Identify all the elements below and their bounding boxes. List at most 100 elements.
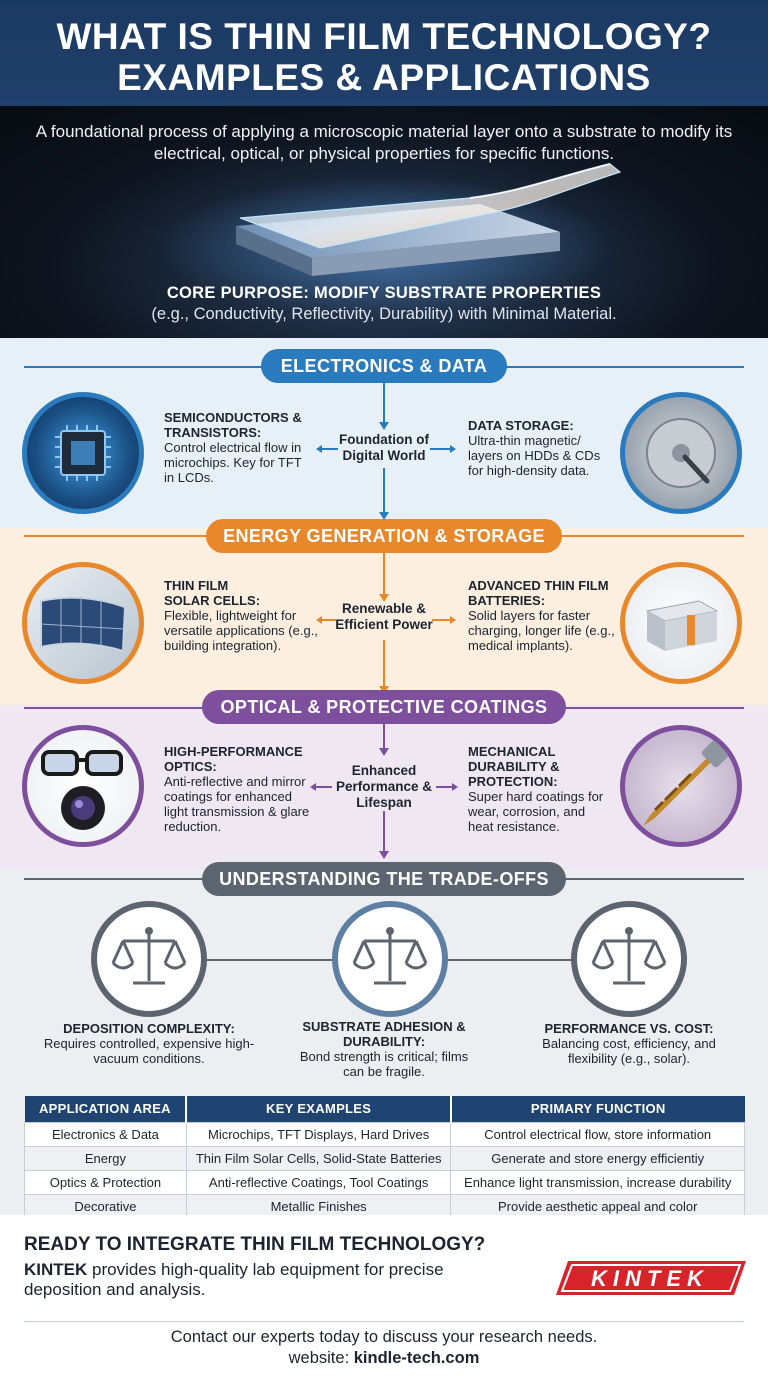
solar-cell-image	[22, 562, 144, 684]
tradeoff-1: DEPOSITION COMPLEXITY: Requires controll…	[34, 1021, 264, 1066]
solar-cells-title: THIN FILM SOLAR CELLS:	[164, 578, 261, 608]
table-header: KEY EXAMPLES	[186, 1096, 452, 1122]
tradeoff-1-text: Requires controlled, expensive high-vacu…	[43, 1036, 255, 1066]
table-cell: Decorative	[24, 1193, 187, 1219]
optics-text: Anti-reflective and mirror coatings for …	[164, 774, 310, 834]
batteries-text: Solid layers for faster charging, longer…	[468, 608, 615, 653]
table-cell: Microchips, TFT Displays, Hard Drives	[185, 1121, 452, 1147]
footer: READY TO INTEGRATE THIN FILM TECHNOLOGY?…	[0, 1215, 768, 1376]
kintek-logo[interactable]: KINTEK	[556, 1259, 746, 1297]
tradeoff-3-title: PERFORMANCE VS. COST:	[544, 1021, 714, 1036]
energy-label: ENERGY GENERATION & STORAGE	[206, 519, 562, 553]
batteries-block: ADVANCED THIN FILM BATTERIES: Solid laye…	[468, 578, 618, 653]
section-energy: ENERGY GENERATION & STORAGE THIN FILM SO…	[0, 519, 768, 705]
section-optics: OPTICAL & PROTECTIVE COATINGS HIGH-PERFO…	[0, 690, 768, 870]
energy-center-label: Renewable & Efficient Power	[335, 601, 433, 632]
microchip-icon	[55, 425, 111, 481]
contact-line: Contact our experts today to discuss you…	[170, 1328, 598, 1346]
thin-film-illustration	[155, 163, 622, 316]
footer-divider	[24, 1321, 744, 1322]
optics-label: OPTICAL & PROTECTIVE COATINGS	[202, 690, 566, 724]
tool-coating-image	[620, 725, 742, 847]
solar-cells-block: THIN FILM SOLAR CELLS: Flexible, lightwe…	[164, 578, 334, 653]
scales-icon	[111, 927, 187, 985]
header: WHAT IS THIN FILM TECHNOLOGY? EXAMPLES &…	[0, 0, 768, 106]
tradeoffs-label: UNDERSTANDING THE TRADE-OFFS	[202, 862, 566, 896]
tradeoff-2-text: Bond strength is critical; films can be …	[299, 1049, 469, 1079]
table-cell: Control electrical flow, store informati…	[450, 1121, 745, 1147]
electronics-center-label: Foundation of Digital World	[339, 432, 429, 463]
table-row: Energy Thin Film Solar Cells, Solid-Stat…	[24, 1145, 745, 1171]
table-row: Optics & Protection Anti-reflective Coat…	[24, 1169, 745, 1195]
hard-drive-image	[620, 392, 742, 514]
core-purpose-title: CORE PURPOSE: MODIFY SUBSTRATE PROPERTIE…	[166, 284, 602, 302]
optics-image	[22, 725, 144, 847]
optics-title: HIGH-PERFORMANCE OPTICS:	[164, 744, 303, 774]
logo-text: KINTEK	[591, 1266, 709, 1291]
data-storage-title: DATA STORAGE:	[468, 418, 574, 433]
glasses-lens-icon	[41, 750, 123, 830]
title-line-2: EXAMPLES & APPLICATIONS	[117, 57, 651, 98]
flow-arrows	[310, 724, 458, 859]
semiconductors-title: SEMICONDUCTORS & TRANSISTORS:	[164, 410, 302, 440]
tradeoff-1-title: DEPOSITION COMPLEXITY:	[63, 1021, 235, 1036]
batteries-title: ADVANCED THIN FILM BATTERIES:	[468, 578, 609, 608]
tradeoff-circle-2	[332, 901, 448, 1017]
hero-banner: A foundational process of applying a mic…	[0, 106, 768, 338]
microchip-image	[22, 392, 144, 514]
optics-center-label: Enhanced Performance & Lifespan	[335, 763, 433, 810]
website-line: website: kindle-tech.com	[0, 1348, 768, 1369]
table-cell: Generate and store energy efficientiy	[450, 1145, 745, 1171]
optics-block: HIGH-PERFORMANCE OPTICS: Anti-reflective…	[164, 744, 314, 834]
semiconductors-text: Control electrical flow in microchips. K…	[164, 440, 302, 485]
data-storage-block: DATA STORAGE: Ultra-thin magnetic/ layer…	[468, 418, 616, 478]
tradeoff-3: PERFORMANCE VS. COST: Balancing cost, ef…	[518, 1021, 740, 1066]
hard-drive-icon	[646, 418, 716, 488]
core-purpose-text: (e.g., Conductivity, Reflectivity, Durab…	[151, 305, 617, 323]
flow-arrows	[316, 383, 456, 520]
applications-table: APPLICATION AREA KEY EXAMPLES PRIMARY FU…	[24, 1096, 745, 1219]
table-cell: Energy	[24, 1145, 187, 1171]
table-cell: Thin Film Solar Cells, Solid-State Batte…	[185, 1145, 452, 1171]
tradeoff-2-title: SUBSTRATE ADHESION & DURABILITY:	[302, 1019, 466, 1049]
tradeoff-circle-3	[571, 901, 687, 1017]
scales-icon	[591, 927, 667, 985]
website-link[interactable]: kindle-tech.com	[353, 1349, 480, 1367]
title-line-1: WHAT IS THIN FILM TECHNOLOGY?	[56, 16, 712, 57]
tradeoff-circle-1	[91, 901, 207, 1017]
battery-icon	[645, 600, 719, 651]
table-cell: Metallic Finishes	[185, 1193, 452, 1219]
tradeoff-3-text: Balancing cost, efficiency, and flexibil…	[542, 1036, 716, 1066]
section-electronics: ELECTRONICS & DATA SEMICONDUCTORS & TRAN…	[0, 338, 768, 528]
table-cell: Optics & Protection	[24, 1169, 187, 1195]
tradeoff-2: SUBSTRATE ADHESION & DURABILITY: Bond st…	[299, 1019, 469, 1079]
solar-panel-icon	[40, 596, 127, 653]
table-cell: Electronics & Data	[24, 1121, 187, 1147]
hero-subtitle: A foundational process of applying a mic…	[35, 122, 733, 163]
semiconductors-block: SEMICONDUCTORS & TRANSISTORS: Control el…	[164, 410, 312, 485]
drill-bit-icon	[643, 738, 731, 826]
data-storage-text: Ultra-thin magnetic/ layers on HDDs & CD…	[468, 433, 601, 478]
table-header: PRIMARY FUNCTION	[450, 1096, 745, 1122]
table-row: Decorative Metallic Finishes Provide aes…	[24, 1193, 745, 1219]
table-row: Electronics & Data Microchips, TFT Displ…	[24, 1121, 745, 1147]
cta-title: READY TO INTEGRATE THIN FILM TECHNOLOGY?	[24, 1234, 486, 1255]
page-title: WHAT IS THIN FILM TECHNOLOGY? EXAMPLES &…	[0, 16, 768, 98]
table-header-row: APPLICATION AREA KEY EXAMPLES PRIMARY FU…	[24, 1096, 745, 1122]
durability-block: MECHANICAL DURABILITY & PROTECTION: Supe…	[468, 744, 608, 834]
contact-block: Contact our experts today to discuss you…	[0, 1327, 768, 1369]
durability-text: Super hard coatings for wear, corrosion,…	[468, 789, 604, 834]
core-purpose: CORE PURPOSE: MODIFY SUBSTRATE PROPERTIE…	[20, 283, 748, 325]
electronics-label: ELECTRONICS & DATA	[261, 349, 507, 383]
battery-image	[620, 562, 742, 684]
website-label: website:	[288, 1349, 354, 1367]
scales-icon	[352, 927, 428, 985]
table-cell: Anti-reflective Coatings, Tool Coatings	[185, 1169, 452, 1195]
table-cell: Enhance light transmission, increase dur…	[450, 1169, 745, 1195]
table-header: APPLICATION AREA	[24, 1096, 188, 1122]
durability-title: MECHANICAL DURABILITY & PROTECTION:	[468, 744, 560, 789]
cta-description: provides high-quality lab equipment for …	[24, 1260, 444, 1299]
brand-name: KINTEK	[24, 1260, 88, 1279]
cta-text: KINTEK provides high-quality lab equipme…	[24, 1260, 504, 1300]
solar-cells-text: Flexible, lightweight for versatile appl…	[164, 608, 318, 653]
